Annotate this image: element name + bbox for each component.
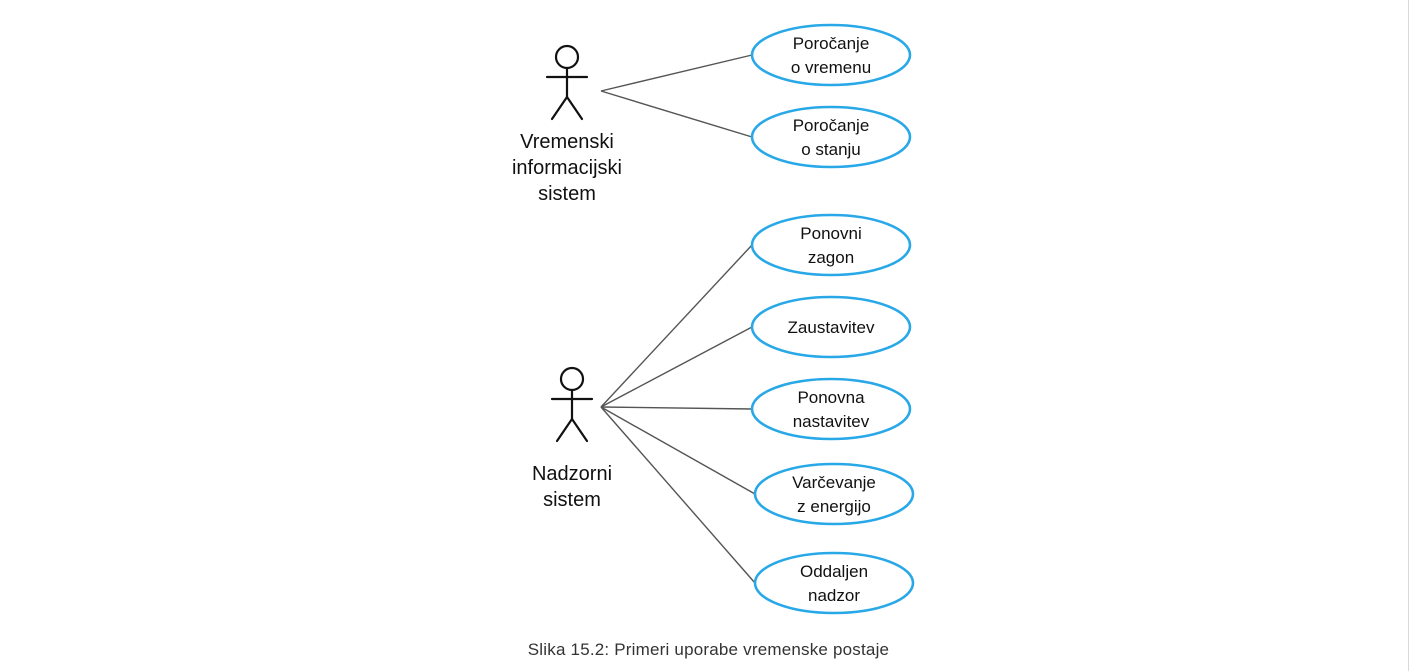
- association-line: [600, 90, 753, 138]
- association-lines: [600, 54, 756, 584]
- use-case-diagram: VremenskiinformacijskisistemNadzornisist…: [512, 23, 915, 615]
- actor-weather-info-system: Vremenski informacijski sistem: [512, 44, 622, 205]
- use-case-label-line: o stanju: [801, 140, 861, 159]
- use-case-label-line: nadzor: [808, 586, 860, 605]
- use-case-weather-reporting: Poročanje o vremenu: [750, 23, 912, 87]
- use-case-label-line: z energijo: [797, 497, 871, 516]
- use-case-label-line: Varčevanje: [792, 473, 876, 492]
- use-case-ellipse: [750, 23, 912, 87]
- use-case-ellipse: [750, 213, 912, 277]
- association-line: [600, 406, 756, 495]
- actor-label-line: sistem: [543, 489, 601, 511]
- use-case-label-line: Oddaljen: [800, 562, 868, 581]
- association-line: [600, 406, 756, 584]
- use-case-label-line: Zaustavitev: [788, 318, 875, 337]
- use-case-label-line: zagon: [808, 248, 854, 267]
- use-case-ellipse: [753, 462, 915, 526]
- association-line: [600, 406, 753, 410]
- actor-right-leg: [565, 95, 584, 121]
- actor-head-icon: [559, 366, 585, 392]
- use-case-shutdown: Zaustavitev: [750, 295, 912, 359]
- actor-label-line: Vremenski: [520, 131, 614, 153]
- figure-caption: Slika 15.2: Primeri uporabe vremenske po…: [527, 640, 890, 659]
- actors: VremenskiinformacijskisistemNadzornisist…: [512, 44, 622, 511]
- actor-control-system: Nadzorni sistem: [532, 366, 612, 511]
- actor-right-leg: [570, 417, 589, 443]
- use-case-powersave: Varčevanje z energijo: [753, 462, 915, 526]
- use-case-ellipse: [750, 105, 912, 169]
- use-case-label-line: Poročanje: [793, 116, 870, 135]
- use-case-label-line: nastavitev: [793, 412, 870, 431]
- page-right-border: [1408, 0, 1409, 671]
- actor-label-line: sistem: [538, 183, 596, 205]
- actor-label-line: informacijski: [512, 157, 622, 179]
- use-case-ellipse: [750, 295, 912, 359]
- actor-left-leg: [550, 95, 569, 121]
- use-case-remote-control: Oddaljen nadzor: [753, 551, 915, 615]
- use-case-label-line: Ponovna: [797, 388, 865, 407]
- actor-left-leg: [555, 417, 574, 443]
- use-case-restart: Ponovni zagon: [750, 213, 912, 277]
- actor-label-line: Nadzorni: [532, 463, 612, 485]
- use-case-status-reporting: Poročanje o stanju: [750, 105, 912, 169]
- use-case-label-line: o vremenu: [791, 58, 871, 77]
- use-case-label-line: Ponovni: [800, 224, 861, 243]
- association-line: [600, 54, 753, 92]
- use-case-ellipse: [753, 551, 915, 615]
- use-case-label-line: Poročanje: [793, 34, 870, 53]
- use-case-reconfigure: Ponovna nastavitev: [750, 377, 912, 441]
- use-case-ellipse: [750, 377, 912, 441]
- association-line: [600, 244, 753, 408]
- association-line: [600, 326, 753, 408]
- actor-head-icon: [554, 44, 580, 70]
